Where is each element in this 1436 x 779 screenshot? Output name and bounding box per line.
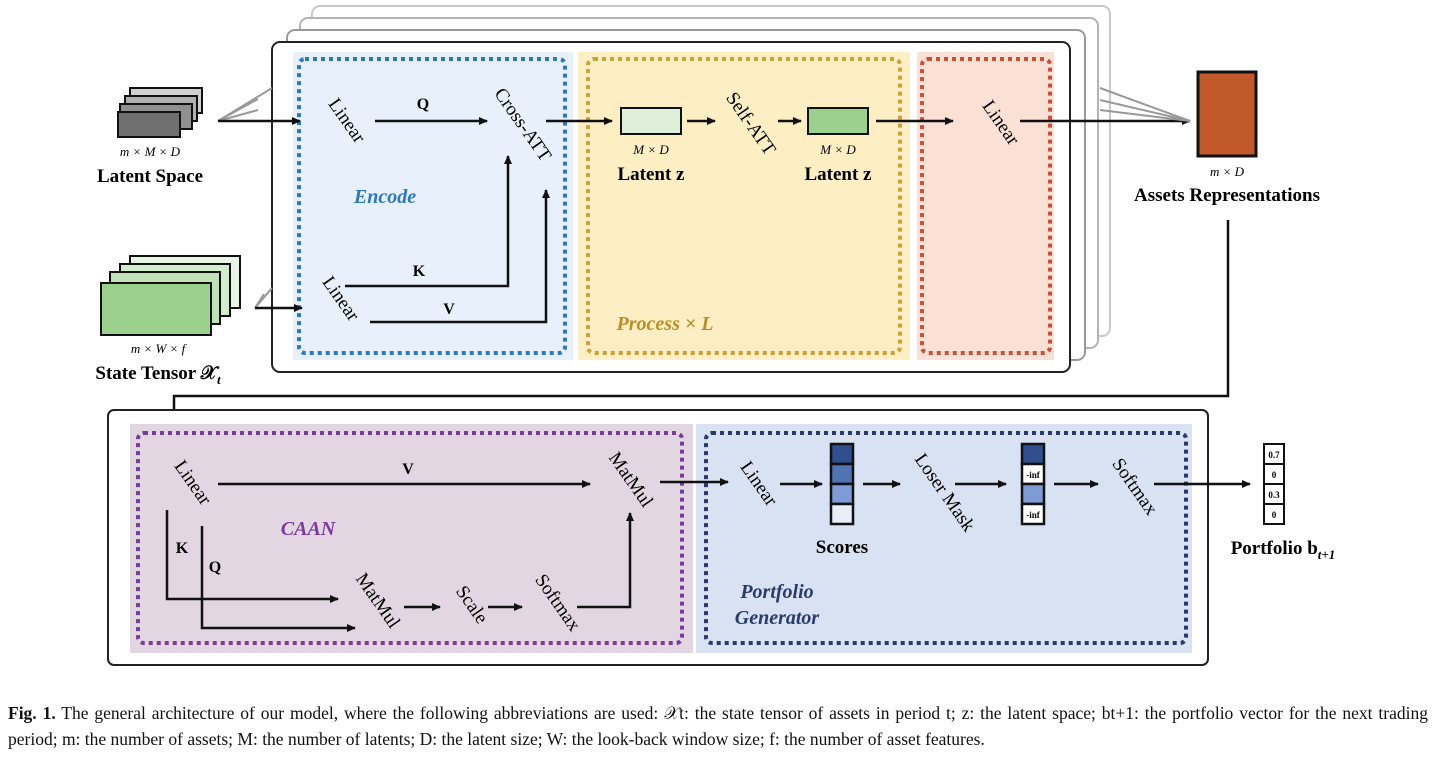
pg-title-line1: Portfolio <box>739 581 813 603</box>
caan-q-arrow <box>200 526 356 632</box>
caption-text: The general architecture of our model, w… <box>8 703 1428 749</box>
masked-vector <box>1020 442 1046 526</box>
portfolio-value-0: 0.7 <box>1268 450 1280 460</box>
process-bg <box>578 52 910 360</box>
process-border <box>586 57 902 355</box>
k-arrow <box>345 155 512 288</box>
scores-vector <box>829 442 855 526</box>
latent-space-dims: m × M × D <box>120 144 181 159</box>
state-tensor-stack <box>100 255 241 336</box>
output-linear-bg <box>917 52 1054 360</box>
v-label: V <box>443 301 455 318</box>
q-label: Q <box>417 96 429 113</box>
pg-title-line2: Generator <box>735 607 820 629</box>
portfolio-value-1: 0 <box>1272 470 1277 480</box>
portfolio-label: Portfolio bt+1 <box>1231 538 1336 562</box>
state-tensor-dims: m × W × f <box>131 341 188 356</box>
caan-bg <box>130 424 693 653</box>
portfolio-vector <box>1263 443 1285 525</box>
latent-space-label: Latent Space <box>97 166 203 187</box>
latent-fan-lines <box>217 87 273 122</box>
inf-label-1: -inf <box>1026 470 1041 480</box>
caption-fig-label: Fig. 1. <box>8 703 56 723</box>
softmax-to-matmul-arrow <box>577 512 634 609</box>
caan-v-label: V <box>402 461 414 478</box>
latent2-dims: M × D <box>819 142 856 157</box>
encode-bg <box>293 52 573 360</box>
portfolio-value-3: 0 <box>1272 510 1277 520</box>
portfolio-sub: t+1 <box>1318 547 1336 562</box>
latent-z-box-1 <box>620 107 682 135</box>
latent2-label: Latent z <box>804 164 872 185</box>
assets-label: Assets Representations <box>1134 185 1320 206</box>
output-linear-border <box>920 57 1052 355</box>
encode-border <box>297 57 567 355</box>
encode-title: Encode <box>353 186 416 208</box>
pg-bg <box>696 424 1192 653</box>
figure-caption: Fig. 1. The general architecture of our … <box>8 700 1428 752</box>
latent1-dims: M × D <box>632 142 669 157</box>
portfolio-value-2: 0.3 <box>1268 490 1280 500</box>
assets-representation-box <box>1196 70 1258 158</box>
k-label: K <box>413 263 426 280</box>
caan-border <box>136 431 684 645</box>
state-tensor-label: State Tensor 𝒳t <box>95 363 221 387</box>
caan-k-label: K <box>176 540 189 557</box>
assets-fan-lines <box>1099 87 1191 122</box>
state-fan-lines <box>254 287 273 309</box>
pg-border <box>704 431 1188 645</box>
caan-q-label: Q <box>209 559 221 576</box>
caan-title: CAAN <box>281 518 337 540</box>
assets-dims: m × D <box>1210 164 1245 179</box>
latent-z-box-2 <box>807 107 869 135</box>
state-tensor-sub: t <box>217 372 221 387</box>
caan-k-arrow <box>165 510 339 603</box>
latent1-label: Latent z <box>617 164 685 185</box>
v-arrow <box>370 189 550 324</box>
inf-label-2: -inf <box>1026 510 1041 520</box>
scores-label: Scores <box>816 537 868 558</box>
process-title: Process × L <box>616 313 714 335</box>
architecture-diagram: m × M × D Latent Space m × W × f State T… <box>95 5 1336 666</box>
latent-space-stack <box>117 87 203 138</box>
